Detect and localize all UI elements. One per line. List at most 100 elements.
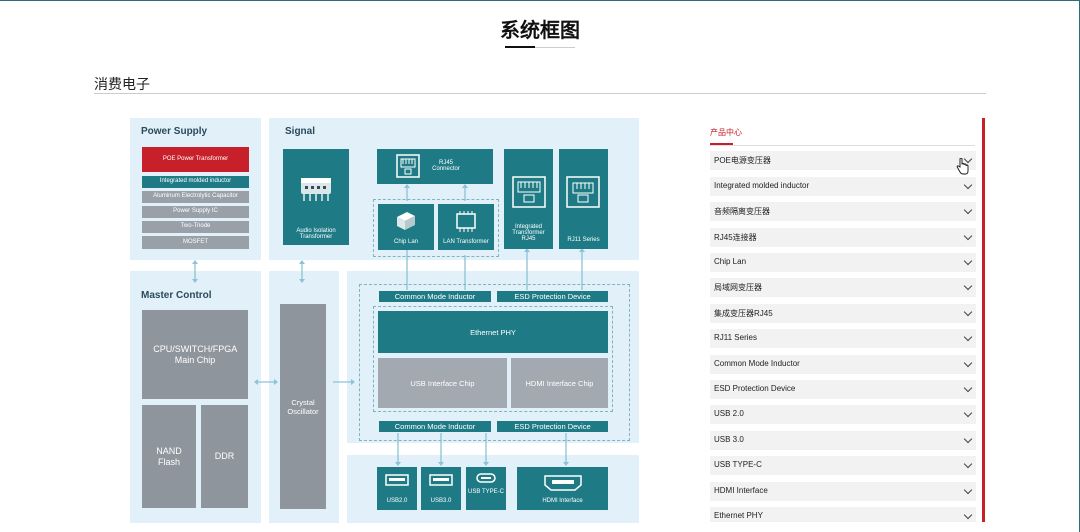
main-chip-block: CPU/SWITCH/FPGA Main Chip	[142, 310, 248, 399]
sidebar-item-label: 音频隔离变压器	[714, 207, 770, 216]
sidebar-item-label: USB TYPE-C	[714, 460, 762, 469]
sidebar-item-label: Integrated molded inductor	[714, 181, 810, 190]
chip-lan-label: Chip Lan	[393, 239, 419, 245]
sidebar-item-integrated-rj45[interactable]: 集成变压器RJ45	[710, 304, 976, 323]
hdmi-port-block	[517, 467, 608, 510]
sidebar-scrollbar[interactable]	[982, 118, 985, 522]
sidebar-item-rj45-connector[interactable]: RJ45连接器	[710, 228, 976, 247]
sidebar-item-label: 集成变压器RJ45	[714, 309, 773, 318]
usb-interface-chip-block: USB Interface Chip	[378, 358, 507, 408]
common-mode-inductor-top-block: Common Mode Inductor	[379, 291, 491, 302]
hdmi-label: HDMI Interface	[542, 498, 583, 504]
chevron-down-icon	[963, 358, 973, 368]
mosfet-block: MOSFET	[142, 236, 249, 249]
esd-protection-bottom-block: ESD Protection Device	[497, 421, 608, 432]
usb3-label: USB3.0	[430, 498, 452, 504]
poe-power-transformer-block: POE Power Transformer	[142, 147, 249, 172]
audio-isolation-label: Audio Isolation Transformer	[296, 228, 336, 240]
sidebar-item-rj11-series[interactable]: RJ11 Series	[710, 329, 976, 348]
sidebar-item-label: RJ11 Series	[714, 333, 757, 342]
hand-cursor-icon	[956, 158, 969, 175]
sidebar-item-lan-transformer[interactable]: 局域网变压器	[710, 278, 976, 297]
page-title: 系统框图	[500, 20, 580, 42]
sidebar-item-label: USB 3.0	[714, 435, 744, 444]
sidebar-item-hdmi-interface[interactable]: HDMI Interface	[710, 482, 976, 501]
hdmi-interface-chip-block: HDMI Interface Chip	[511, 358, 608, 408]
master-control-title: Master Control	[141, 290, 212, 301]
usb-port-icon	[385, 474, 409, 486]
sidebar-item-ethernet-phy[interactable]: Ethernet PHY	[710, 507, 976, 522]
chevron-down-icon	[963, 281, 973, 291]
chevron-down-icon	[963, 180, 973, 190]
sidebar-item-label: 局域网变压器	[714, 283, 762, 292]
chevron-down-icon	[963, 485, 973, 495]
chevron-down-icon	[963, 408, 973, 418]
transformer-icon	[301, 178, 331, 201]
sidebar-item-esd-protection[interactable]: ESD Protection Device	[710, 380, 976, 399]
signal-title: Signal	[285, 126, 316, 137]
ethernet-phy-block: Ethernet PHY	[378, 311, 608, 353]
usb-c-port-icon	[476, 473, 496, 483]
chevron-down-icon	[963, 510, 973, 520]
sidebar-item-usb3[interactable]: USB 3.0	[710, 431, 976, 450]
usbc-label: USB TYPE-C	[468, 489, 504, 495]
sidebar-item-common-mode-inductor[interactable]: Common Mode Inductor	[710, 355, 976, 374]
section-title: 消费电子	[94, 76, 150, 92]
sidebar-item-chip-lan[interactable]: Chip Lan	[710, 253, 976, 272]
signal-dashed-frame	[373, 199, 499, 257]
integrated-rj45-label: Integrated Transformer RJ45	[512, 224, 545, 242]
rj11-series-label: RJ11 Series	[567, 237, 600, 243]
usb-port-icon	[429, 474, 453, 486]
usb2-label: USB2.0	[386, 498, 408, 504]
common-mode-inductor-bottom-block: Common Mode Inductor	[379, 421, 491, 432]
lan-transformer-block	[438, 204, 494, 250]
two-triode-block: Two-Triode	[142, 221, 249, 233]
chevron-down-icon	[963, 383, 973, 393]
sidebar-item-label: ESD Protection Device	[714, 384, 796, 393]
lan-transformer-icon	[456, 211, 476, 232]
chip-lan-icon	[397, 212, 415, 230]
esd-protection-top-block: ESD Protection Device	[497, 291, 608, 302]
title-underline-light	[535, 47, 575, 48]
power-supply-title: Power Supply	[141, 126, 208, 137]
chevron-down-icon	[963, 307, 973, 317]
lan-transformer-label: LAN Transformer	[443, 239, 489, 245]
title-underline	[505, 46, 535, 48]
rj11-jack-icon	[566, 176, 600, 208]
ddr-block: DDR	[201, 405, 248, 508]
sidebar-item-label: Chip Lan	[714, 257, 747, 266]
usb2-port-block	[377, 467, 417, 510]
rj45-connector-label: RJ45 Connector	[432, 160, 460, 172]
sidebar-item-label: Ethernet PHY	[714, 511, 763, 520]
chevron-down-icon	[963, 231, 973, 241]
sidebar-item-molded-inductor[interactable]: Integrated molded inductor	[710, 177, 976, 196]
sidebar-item-label: RJ45连接器	[714, 233, 757, 242]
chevron-down-icon	[963, 332, 973, 342]
section-divider	[94, 93, 986, 94]
sidebar-title-underline	[710, 143, 733, 145]
sidebar-item-label: USB 2.0	[714, 409, 744, 418]
window-top-border	[0, 0, 1080, 1]
hdmi-port-icon	[544, 475, 582, 491]
chevron-down-icon	[963, 434, 973, 444]
nand-flash-block: NAND Flash	[142, 405, 196, 508]
chevron-down-icon	[963, 256, 973, 266]
integrated-molded-inductor-block: Integrated molded inductor	[142, 176, 249, 188]
network-dashed-frame	[359, 284, 630, 441]
power-supply-ic-block: Power Supply IC	[142, 206, 249, 218]
phy-dashed-frame	[373, 306, 613, 412]
aluminum-capacitor-block: Aluminum Electrolytic Capacitor	[142, 191, 249, 203]
sidebar-divider	[710, 145, 975, 146]
usb3-port-block	[421, 467, 461, 510]
product-center-sidebar: 产品中心 POE电源变压器 Integrated molded inductor…	[703, 118, 986, 522]
sidebar-item-audio-transformer[interactable]: 音频隔离变压器	[710, 202, 976, 221]
sidebar-item-usb-type-c[interactable]: USB TYPE-C	[710, 456, 976, 475]
sidebar-item-usb2[interactable]: USB 2.0	[710, 405, 976, 424]
rj45-jack-icon	[396, 154, 420, 178]
sidebar-item-poe-transformer[interactable]: POE电源变压器	[710, 151, 976, 170]
sidebar-item-label: Common Mode Inductor	[714, 359, 800, 368]
sidebar-title: 产品中心	[710, 128, 742, 137]
crystal-oscillator-block: Crystal Oscillator	[280, 304, 326, 509]
rj45-jack-icon	[512, 176, 546, 208]
